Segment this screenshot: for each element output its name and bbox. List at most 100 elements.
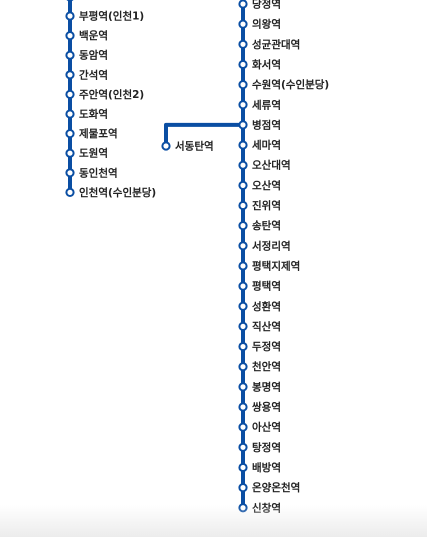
station-main_line-11[interactable]: 송탄역 (238, 219, 281, 232)
bottom-fade (0, 505, 427, 537)
station-marker[interactable] (238, 462, 248, 473)
station-marker[interactable] (238, 261, 248, 271)
station-label: 주안역(인천2) (79, 88, 144, 101)
station-marker[interactable] (238, 382, 248, 392)
station-marker[interactable] (238, 19, 248, 29)
station-marker[interactable] (65, 129, 75, 139)
station-label: 천안역 (252, 360, 281, 373)
station-left_branch-8[interactable]: 동인천역 (65, 166, 118, 179)
station-marker[interactable] (238, 301, 248, 311)
station-marker-offscreen (66, 0, 74, 2)
station-label: 간석역 (79, 68, 108, 81)
station-marker[interactable] (65, 11, 75, 21)
station-marker[interactable] (238, 200, 248, 211)
station-marker[interactable] (238, 321, 248, 331)
station-label: 서정리역 (252, 239, 291, 252)
station-main_line-16[interactable]: 직산역 (238, 320, 281, 333)
station-marker[interactable] (238, 281, 248, 291)
station-left_branch-2[interactable]: 동암역 (65, 49, 108, 62)
station-label: 세류역 (252, 98, 281, 111)
station-label: 수원역(수인분당) (252, 78, 329, 91)
station-main_line-15[interactable]: 성환역 (238, 300, 281, 313)
station-label: 직산역 (252, 320, 281, 333)
station-main_line-18[interactable]: 천안역 (238, 360, 281, 373)
station-main_line-17[interactable]: 두정역 (238, 340, 281, 353)
station-label: 오산대역 (252, 159, 291, 172)
station-main_line-14[interactable]: 평택역 (238, 280, 281, 293)
station-label: 오산역 (252, 179, 281, 192)
station-left_branch-6[interactable]: 제물포역 (65, 127, 118, 140)
station-main_line-12[interactable]: 서정리역 (238, 239, 291, 252)
station-label: 도원역 (79, 147, 108, 160)
station-main_line-13[interactable]: 평택지제역 (238, 259, 300, 272)
station-label: 병점역 (252, 118, 281, 131)
station-main_line-1[interactable]: 의왕역 (238, 18, 281, 31)
station-label: 아산역 (252, 421, 281, 434)
station-label: 평택지제역 (252, 259, 300, 272)
station-marker[interactable] (238, 241, 248, 251)
station-marker[interactable] (65, 148, 75, 158)
station-main_line-2[interactable]: 성균관대역 (238, 38, 300, 51)
station-label: 봉명역 (252, 380, 281, 393)
station-spur_branch-0[interactable]: 서동탄역 (161, 140, 214, 153)
station-marker[interactable] (238, 483, 248, 493)
station-marker[interactable] (65, 168, 75, 178)
station-label: 동암역 (79, 49, 108, 62)
station-left_branch-4[interactable]: 주안역(인천2) (65, 88, 144, 101)
station-label: 제물포역 (79, 127, 118, 140)
station-marker[interactable] (65, 89, 75, 100)
station-main_line-4[interactable]: 수원역(수인분당) (238, 78, 329, 91)
station-label: 인천역(수인분당) (79, 186, 156, 199)
station-marker[interactable] (161, 141, 171, 151)
station-main_line-0[interactable]: 당정역 (238, 0, 281, 11)
station-marker[interactable] (238, 0, 248, 9)
station-marker[interactable] (238, 120, 248, 130)
station-marker[interactable] (238, 39, 248, 49)
station-main_line-9[interactable]: 오산역 (238, 179, 281, 192)
station-label: 평택역 (252, 280, 281, 293)
station-marker[interactable] (238, 402, 248, 412)
station-main_line-10[interactable]: 진위역 (238, 199, 281, 212)
station-label: 당정역 (252, 0, 281, 11)
station-marker[interactable] (238, 362, 248, 372)
station-label: 부평역(인천1) (79, 10, 144, 23)
station-marker[interactable] (238, 160, 248, 170)
station-marker[interactable] (238, 140, 248, 150)
station-marker[interactable] (238, 100, 248, 110)
station-main_line-21[interactable]: 아산역 (238, 421, 281, 434)
station-left_branch-3[interactable]: 간석역 (65, 68, 108, 81)
station-main_line-19[interactable]: 봉명역 (238, 380, 281, 393)
station-main_line-7[interactable]: 세마역 (238, 139, 281, 152)
station-marker[interactable] (65, 30, 75, 41)
station-label: 세마역 (252, 139, 281, 152)
station-label: 진위역 (252, 199, 281, 212)
station-label: 쌍용역 (252, 401, 281, 414)
station-left_branch-7[interactable]: 도원역 (65, 147, 108, 160)
station-main_line-24[interactable]: 온양온천역 (238, 481, 300, 494)
station-marker[interactable] (238, 442, 248, 452)
station-marker[interactable] (238, 221, 248, 231)
station-marker[interactable] (238, 422, 248, 432)
station-main_line-8[interactable]: 오산대역 (238, 159, 291, 172)
station-marker[interactable] (65, 50, 75, 60)
station-marker[interactable] (238, 80, 248, 90)
station-main_line-23[interactable]: 배방역 (238, 461, 281, 474)
station-main_line-3[interactable]: 화서역 (238, 58, 281, 71)
station-label: 화서역 (252, 58, 281, 71)
station-left_branch-1[interactable]: 백운역 (65, 29, 108, 42)
station-main_line-22[interactable]: 탕정역 (238, 441, 281, 454)
station-left_branch-5[interactable]: 도화역 (65, 108, 108, 121)
station-marker[interactable] (238, 180, 248, 190)
station-main_line-20[interactable]: 쌍용역 (238, 401, 281, 414)
station-marker[interactable] (65, 70, 75, 80)
station-left_branch-9[interactable]: 인천역(수인분당) (65, 186, 156, 199)
station-main_line-5[interactable]: 세류역 (238, 98, 281, 111)
station-label: 의왕역 (252, 18, 281, 31)
station-marker[interactable] (238, 59, 248, 70)
station-main_line-6[interactable]: 병점역 (238, 118, 281, 131)
station-marker[interactable] (238, 341, 248, 352)
station-left_branch-0[interactable]: 부평역(인천1) (65, 10, 144, 23)
station-marker[interactable] (65, 109, 75, 119)
station-marker[interactable] (65, 187, 75, 197)
